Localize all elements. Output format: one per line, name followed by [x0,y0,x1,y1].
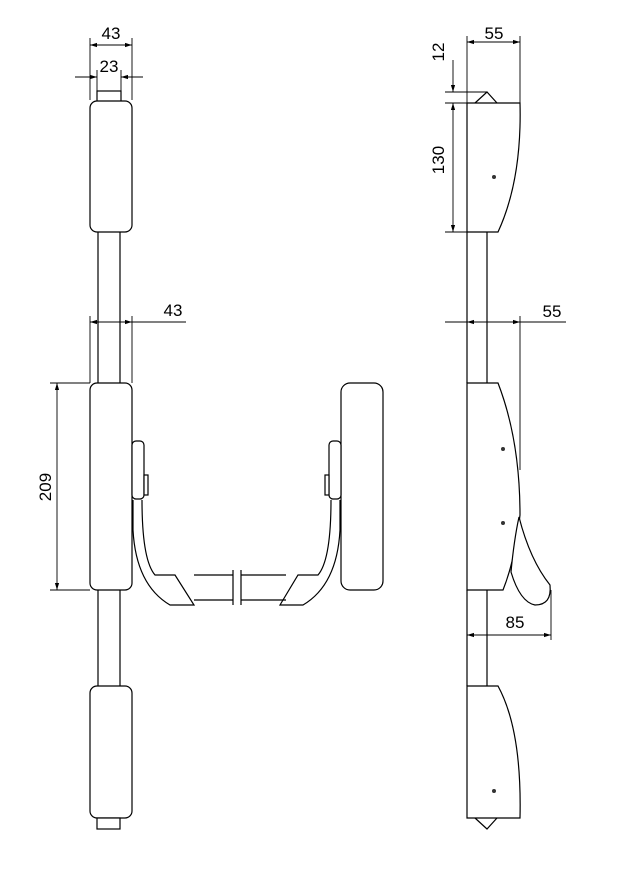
dim-top-width-label: 43 [102,24,121,43]
dim-tip-height-label: 12 [429,43,448,62]
side-bottom-block [466,685,521,819]
bottom-rod-cap [96,817,121,830]
side-view: 55 12 130 55 85 [429,24,566,830]
dim-top-cap-label: 23 [100,57,119,76]
dim-rod-width-label: 43 [164,301,183,320]
dim-top-depth-label: 55 [485,24,504,43]
bottom-lock-block [89,685,133,819]
dim-handle-projection-label: 85 [506,613,525,632]
front-view: 43 23 43 209 [36,24,384,830]
screw-icon [492,789,496,793]
top-lock-block [89,100,133,233]
screw-icon [501,521,505,525]
dim-center-height-label: 209 [36,473,55,501]
push-bar-handle [131,440,342,606]
center-lock-case [89,382,133,591]
dim-top-block-height-label: 130 [429,146,448,174]
screw-icon [501,447,505,451]
screw-icon [492,175,496,179]
dim-mid-depth-label: 55 [543,302,562,321]
counter-case [340,382,384,591]
side-push-bar [510,516,551,606]
side-top-block [466,102,521,233]
side-center-case [466,382,521,591]
